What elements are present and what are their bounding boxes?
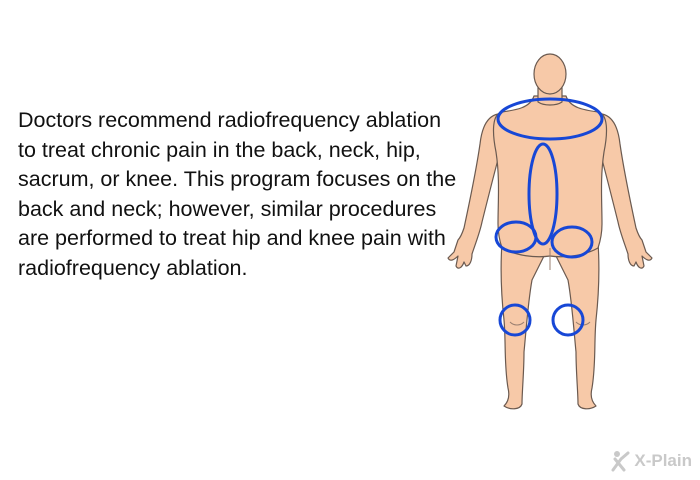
x-plain-logo-label: X-Plain xyxy=(634,451,692,470)
description-text: Doctors recommend radiofrequency ablatio… xyxy=(18,108,457,280)
human-body-illustration xyxy=(447,53,653,410)
left-knee-highlight xyxy=(498,303,532,337)
right-leg xyxy=(551,241,600,410)
head xyxy=(533,53,567,95)
left-leg xyxy=(500,241,549,410)
shoulder-neck-highlight xyxy=(496,97,604,141)
right-arm xyxy=(599,113,653,269)
right-hip-highlight xyxy=(550,225,594,259)
left-arm xyxy=(447,113,501,269)
spine-highlight xyxy=(527,142,559,246)
left-hip-highlight xyxy=(494,220,538,254)
x-plain-logo: X-Plain xyxy=(610,450,692,472)
right-knee-highlight xyxy=(551,303,585,337)
x-plain-logo-icon xyxy=(611,451,630,472)
